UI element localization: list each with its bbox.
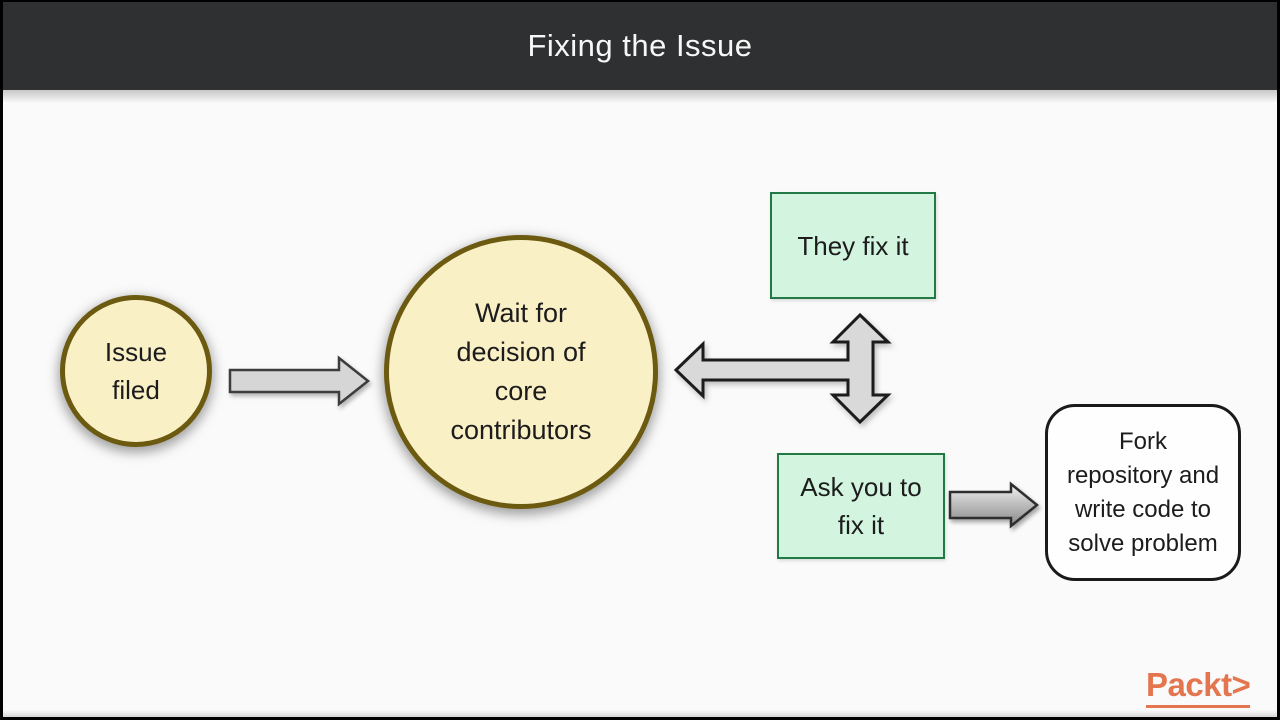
node-issue-filed: Issue filed xyxy=(60,295,212,447)
node-fork-repository: Fork repository and write code to solve … xyxy=(1045,404,1241,581)
node-they-fix-it: They fix it xyxy=(770,192,936,299)
node-ask-you-to-fix-it: Ask you to fix it xyxy=(777,453,945,559)
bottom-fade xyxy=(3,710,1277,717)
arrow-wait-to-outcomes-icon xyxy=(673,312,892,425)
arrow-ask-to-fork-icon xyxy=(948,481,1039,529)
title-bar: Fixing the Issue xyxy=(3,2,1277,90)
packt-logo: Packt> xyxy=(1146,666,1251,708)
node-fork-repository-label: Fork repository and write code to solve … xyxy=(1066,427,1220,557)
slide: Fixing the Issue Issue filed Wait for de… xyxy=(3,2,1277,717)
arrow-issue-to-wait-icon xyxy=(228,355,371,407)
page-title: Fixing the Issue xyxy=(527,28,753,63)
node-wait-decision: Wait for decision of core contributors xyxy=(384,235,658,509)
title-bar-shadow xyxy=(3,90,1277,103)
node-wait-decision-label: Wait for decision of core contributors xyxy=(450,298,592,445)
node-issue-filed-label: Issue filed xyxy=(104,337,168,405)
node-ask-you-to-fix-it-label: Ask you to fix it xyxy=(800,472,922,540)
node-they-fix-it-label: They fix it xyxy=(797,230,909,261)
